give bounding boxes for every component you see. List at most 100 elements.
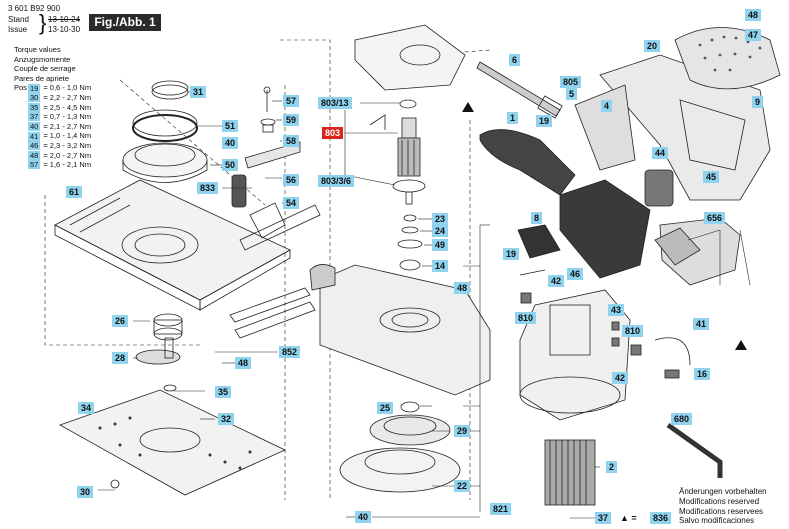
torque-value: = 2,1 - 2,7 Nm — [43, 121, 92, 131]
modification-notes: Änderungen vorbehalten Modifications res… — [679, 487, 767, 526]
part-label-40b: 40 — [355, 511, 372, 523]
part-label-59: 59 — [283, 114, 300, 126]
torque-value: = 2,3 - 3,2 Nm — [43, 140, 92, 150]
issue-date: 13-10-30 — [48, 25, 81, 34]
brace: } — [39, 10, 47, 35]
part-label-46: 46 — [567, 268, 584, 280]
part-label-57: 57 — [283, 95, 300, 107]
note-fr: Modifications reservees — [679, 506, 764, 516]
fan-cover-drawing — [354, 24, 466, 91]
torque-row: 41= 1,0 - 1,4 Nm — [14, 131, 91, 141]
part-label-35: 35 — [215, 386, 232, 398]
part-label-22: 22 — [454, 480, 471, 492]
part-label-803-13: 803/13 — [318, 97, 352, 109]
torque-title-fr: Couple de serrage — [14, 64, 76, 74]
torque-value: = 0,7 - 1,3 Nm — [43, 112, 92, 122]
part-label-836: 836 — [650, 512, 672, 524]
part-label-833: 833 — [197, 182, 219, 194]
part-label-54: 54 — [283, 197, 300, 209]
part-label-51: 51 — [222, 120, 239, 132]
part-label-58: 58 — [283, 135, 300, 147]
torque-row: 40= 2,1 - 2,7 Nm — [14, 122, 91, 132]
part-label-656: 656 — [704, 212, 726, 224]
part-label-8: 8 — [531, 212, 543, 224]
part-label-19a: 19 — [536, 115, 553, 127]
part-label-810a: 810 — [515, 312, 537, 324]
part-label-810b: 810 — [622, 325, 644, 337]
torque-row: 30= 2,2 - 2,7 Nm — [14, 93, 91, 103]
part-label-48c: 48 — [745, 9, 762, 21]
lower-housing-drawing — [309, 264, 491, 396]
torque-value: = 1,6 - 2,1 Nm — [43, 160, 92, 170]
part-label-42b: 42 — [612, 372, 629, 384]
part-label-1: 1 — [507, 112, 519, 124]
part-label-49: 49 — [432, 239, 449, 251]
figure-label: Fig./Abb. 1 — [89, 14, 161, 31]
part-label-2: 2 — [606, 461, 618, 473]
torque-value: = 1,0 - 1,4 Nm — [43, 131, 92, 141]
torque-pos: 46 — [28, 141, 41, 151]
note-en: Modifications reserved — [679, 496, 760, 506]
issue-label: Issue — [8, 25, 28, 34]
torque-title-es: Pares de apriete — [14, 73, 70, 83]
part-label-37: 37 — [595, 512, 612, 524]
torque-row: 37= 0,7 - 1,3 Nm — [14, 112, 91, 122]
part-label-16: 16 — [694, 368, 711, 380]
part-label-43: 43 — [608, 304, 625, 316]
part-label-25: 25 — [377, 402, 394, 414]
note-de: Änderungen vorbehalten — [679, 487, 767, 496]
part-number: 3 601 B92 900 — [8, 4, 61, 13]
part-label-30: 30 — [77, 486, 94, 498]
torque-title-en: Torque values — [14, 45, 61, 54]
torque-row: 48= 2,0 - 2,7 Nm — [14, 151, 91, 161]
part-label-680: 680 — [671, 413, 693, 425]
part-label-48: 48 — [235, 357, 252, 369]
field-coil-drawing — [544, 439, 596, 506]
armature-drawing — [392, 117, 426, 205]
torque-value: = 2,5 - 4,5 Nm — [43, 102, 92, 112]
torque-pos: 40 — [28, 122, 41, 132]
part-label-44: 44 — [652, 147, 669, 159]
torque-title-de: Anzugsmomente — [14, 54, 71, 64]
triangle-equals: ▲ = — [620, 513, 637, 523]
torque-pos: 30 — [28, 93, 41, 103]
part-label-805: 805 — [560, 76, 582, 88]
torque-pos: 57 — [28, 160, 41, 170]
part-label-56: 56 — [283, 174, 300, 186]
torque-pos: 48 — [28, 150, 41, 160]
torque-pos: 35 — [28, 102, 41, 112]
stand-label: Stand — [8, 15, 29, 24]
part-label-40: 40 — [222, 137, 239, 149]
part-label-19b: 19 — [503, 248, 520, 260]
torque-pos: 37 — [28, 112, 41, 122]
handle-drawing — [479, 129, 651, 279]
part-label-821: 821 — [490, 503, 512, 515]
torque-value: = 0,6 - 1,0 Nm — [43, 83, 92, 93]
torque-table: Torque values Anzugsmomente Couple de se… — [14, 45, 91, 170]
part-label-28: 28 — [112, 352, 129, 364]
motor-housing-drawing — [519, 289, 631, 421]
part-label-31: 31 — [190, 86, 207, 98]
part-label-26: 26 — [112, 315, 129, 327]
part-label-9: 9 — [752, 96, 764, 108]
part-label-14: 14 — [432, 260, 449, 272]
part-label-47: 47 — [745, 29, 762, 41]
part-label-48b: 48 — [454, 282, 471, 294]
torque-pos: 41 — [28, 131, 41, 141]
part-label-45: 45 — [703, 171, 720, 183]
part-label-34: 34 — [78, 402, 95, 414]
part-label-24: 24 — [432, 225, 449, 237]
torque-value: = 2,2 - 2,7 Nm — [43, 92, 92, 102]
torque-pos: 19 — [28, 83, 41, 93]
part-label-852: 852 — [279, 346, 301, 358]
torque-row: 46= 2,3 - 3,2 Nm — [14, 141, 91, 151]
part-label-803-3-6: 803/3/6 — [318, 175, 355, 187]
pos-label: Pos — [14, 83, 27, 93]
dust-seal-drawing — [122, 80, 208, 183]
part-label-803: 803 — [322, 127, 344, 139]
part-label-32: 32 — [218, 413, 235, 425]
sanding-plate-drawing — [59, 389, 286, 496]
part-label-23: 23 — [432, 213, 449, 225]
